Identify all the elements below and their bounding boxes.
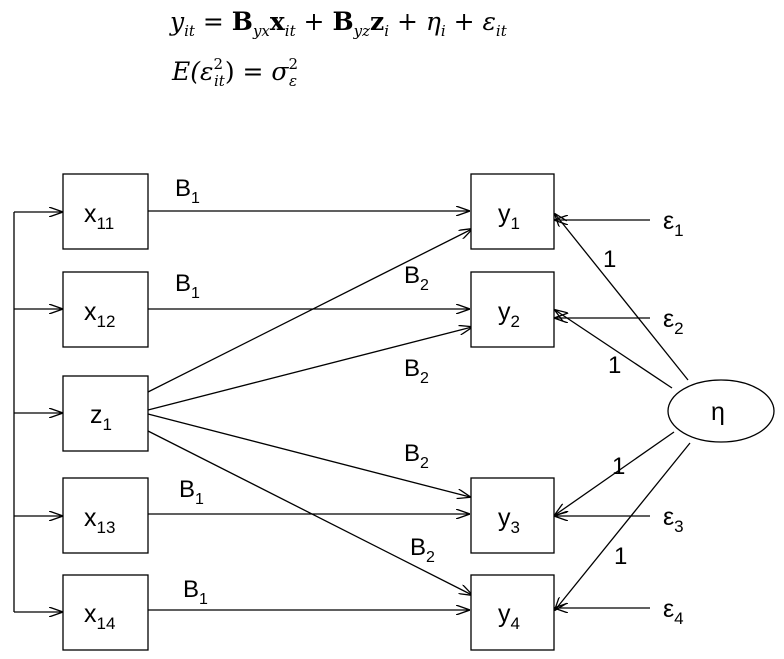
node-eta-label: η	[711, 398, 725, 426]
path-eta-y4	[555, 442, 691, 610]
node-y1-box	[470, 173, 555, 250]
error-e2-label: ε2	[663, 305, 684, 338]
node-x11-label: x11	[84, 200, 114, 233]
path-z1-y3	[147, 413, 470, 497]
node-z1-label: z1	[90, 401, 112, 434]
node-y4-label: y4	[498, 600, 520, 633]
path-label-b2-y3: B2	[404, 440, 429, 472]
node-x13-box	[62, 477, 149, 554]
path-z1-y2	[147, 327, 472, 411]
node-y2-box	[470, 271, 555, 348]
error-e4-label: ε4	[663, 595, 684, 628]
path-label-b1-x12: B1	[175, 270, 200, 302]
node-x14-box	[62, 574, 149, 651]
node-y3-label: y3	[498, 504, 520, 537]
node-x11-box	[62, 173, 149, 250]
loading-label-y2: 1	[608, 352, 621, 379]
path-label-b2-y1: B2	[404, 262, 429, 294]
loading-label-y4: 1	[614, 543, 627, 570]
path-z1-y4	[147, 430, 472, 595]
path-eta-y1	[555, 214, 689, 381]
error-e1-label: ε1	[663, 207, 684, 240]
node-y1-label: y1	[498, 200, 520, 233]
node-y2-label: y2	[498, 298, 520, 331]
node-y4-box	[470, 574, 555, 651]
loading-label-y1: 1	[603, 246, 616, 273]
node-x12-box	[62, 271, 149, 348]
path-z1-y1	[147, 229, 472, 393]
node-eta-ellipse	[667, 379, 775, 443]
path-label-b2-y2: B2	[404, 355, 429, 387]
node-y3-box	[470, 477, 555, 554]
node-x14-label: x14	[84, 600, 115, 633]
equation-1: yit = Byxxit + Byzzi + ηi + εit	[169, 7, 508, 40]
node-x12-label: x12	[84, 298, 115, 331]
path-eta-y2	[555, 310, 673, 389]
loading-label-y3: 1	[612, 453, 625, 480]
node-z1-box	[62, 375, 149, 452]
path-label-b1-x14: B1	[183, 576, 208, 608]
path-eta-y3	[555, 431, 675, 515]
node-x13-label: x13	[84, 504, 115, 537]
path-label-b1-x13: B1	[179, 476, 204, 508]
path-label-b2-y4: B2	[410, 534, 435, 566]
path-label-b1-x11: B1	[175, 175, 200, 207]
error-e3-label: ε3	[663, 503, 684, 536]
